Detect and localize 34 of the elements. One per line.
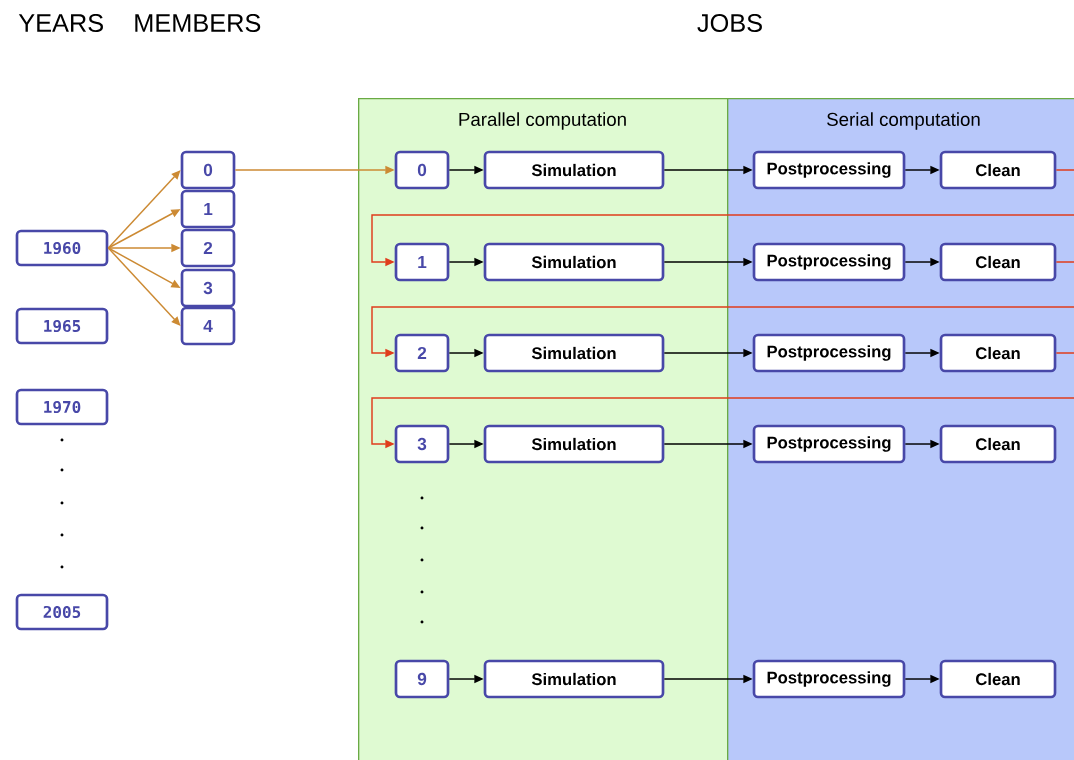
member-box: 2	[180, 228, 236, 268]
member-box: 3	[180, 268, 236, 308]
year-box: 1960	[15, 229, 109, 267]
process-box: Postprocessing	[752, 424, 906, 464]
process-box: Postprocessing	[752, 659, 906, 699]
job-box: 3	[394, 424, 450, 464]
process-box: Simulation	[483, 242, 665, 282]
job-box: 0	[394, 150, 450, 190]
process-box: Postprocessing	[752, 242, 906, 282]
column-heading: JOBS	[697, 14, 762, 32]
process-box: Simulation	[483, 424, 665, 464]
process-box: Clean	[939, 242, 1057, 282]
process-box: Simulation	[483, 333, 665, 373]
process-box: Clean	[939, 424, 1057, 464]
process-box: Postprocessing	[752, 333, 906, 373]
arrow	[107, 247, 181, 326]
process-box: Postprocessing	[752, 150, 906, 190]
process-box: Simulation	[483, 150, 665, 190]
process-box: Clean	[939, 659, 1057, 699]
job-box: 2	[394, 333, 450, 373]
column-heading: MEMBERS	[135, 14, 261, 32]
year-box: 1970	[15, 388, 109, 426]
member-box: 1	[180, 189, 236, 229]
column-heading: YEARS	[18, 14, 103, 32]
process-box: Clean	[939, 150, 1057, 190]
arrow	[107, 170, 181, 249]
year-box: 2005	[15, 593, 109, 631]
job-box: 1	[394, 242, 450, 282]
process-box: Clean	[939, 333, 1057, 373]
process-box: Simulation	[483, 659, 665, 699]
member-box: 0	[180, 150, 236, 190]
member-box: 4	[180, 306, 236, 346]
job-box: 9	[394, 659, 450, 699]
year-box: 1965	[15, 307, 109, 345]
